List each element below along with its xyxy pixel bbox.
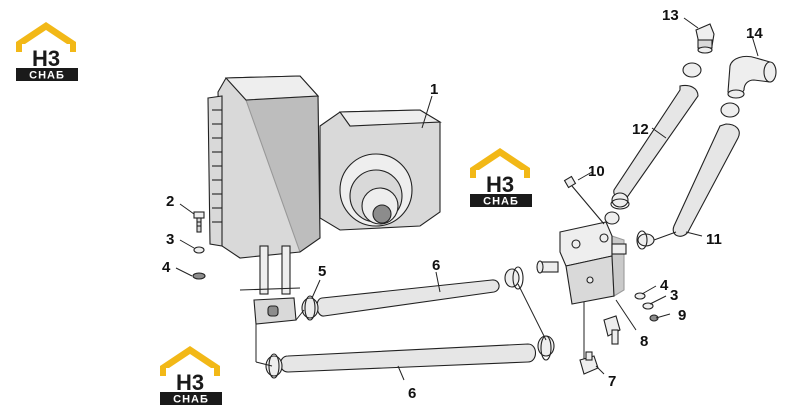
bolt-washer-set-left: [192, 211, 206, 280]
part-label-11: 11: [706, 231, 722, 248]
logo-word: СНАБ: [483, 196, 519, 208]
logo-watermark-bottom-left: Н3 СНАБ: [160, 346, 222, 406]
logo-watermark-center: Н3 СНАБ: [470, 148, 532, 208]
bolt-washer-set-right: [563, 175, 659, 322]
part-label-14: 14: [746, 25, 763, 42]
leader-lines: [175, 17, 759, 381]
part-label-7: 7: [608, 373, 616, 390]
part-label-6: 6: [408, 385, 416, 402]
logo-watermark-top-left: Н3 СНАБ: [16, 22, 78, 82]
part-label-3: 3: [670, 287, 678, 304]
part-label-5: 5: [318, 263, 326, 280]
part-label-4: 4: [660, 277, 669, 294]
logo-letters: Н3: [32, 46, 60, 71]
hose-6-lower: [265, 335, 555, 377]
hose-6-upper: [301, 268, 520, 319]
hose-clamps: [268, 198, 648, 379]
elbow-fitting-14: [727, 55, 777, 99]
logo-letters: Н3: [176, 370, 204, 395]
hose-11: [637, 102, 740, 247]
logo-word: СНАБ: [173, 394, 209, 406]
part-label-3: 3: [166, 231, 174, 248]
part-label-10: 10: [588, 163, 605, 180]
part-label-6: 6: [432, 257, 440, 274]
part-label-4: 4: [162, 259, 171, 276]
part-label-8: 8: [640, 333, 648, 350]
part-number-labels: 1 2 3 4 5 6 6 7 8 9 3 4 10 11 12 13 14: [162, 7, 763, 402]
part-label-9: 9: [678, 307, 686, 324]
fitting-set-7: [579, 315, 621, 375]
part-label-12: 12: [632, 121, 649, 138]
hose-12: [604, 62, 702, 225]
part-label-2: 2: [166, 193, 174, 210]
part-label-1: 1: [430, 81, 438, 98]
valve-block: [536, 221, 627, 305]
part-label-13: 13: [662, 7, 679, 24]
main-unit-drawing: [207, 75, 442, 325]
logo-word: СНАБ: [29, 70, 65, 82]
logo-letters: Н3: [486, 172, 514, 197]
elbow-fitting-13: [695, 23, 715, 54]
